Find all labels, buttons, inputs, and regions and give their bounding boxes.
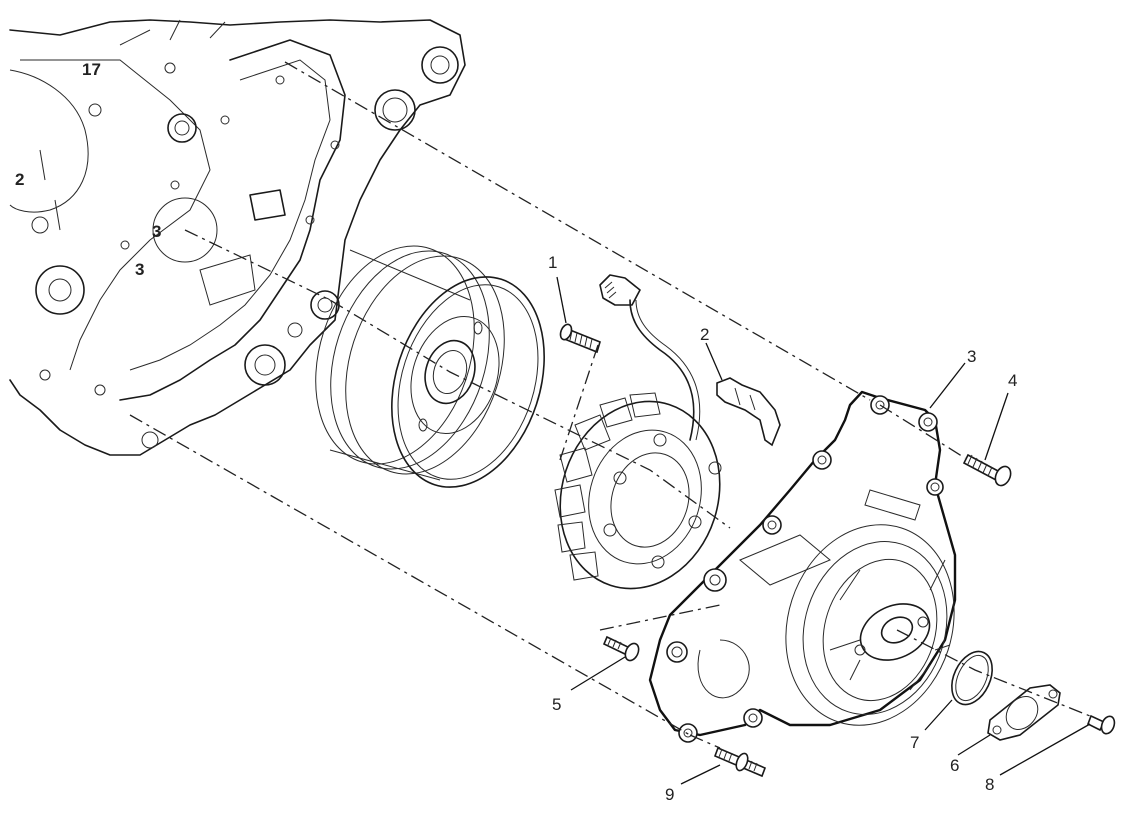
- part-8-screw: [1086, 714, 1116, 735]
- callout-6: 6: [950, 756, 959, 775]
- callout-1: 1: [548, 253, 557, 272]
- callout-leaders: [556, 276, 1091, 785]
- callout-4: 4: [1008, 371, 1017, 390]
- callout-9: 9: [665, 785, 674, 804]
- part-6-cover-plate: [987, 684, 1061, 741]
- callout-2: 2: [700, 325, 709, 344]
- callout-3: 3: [967, 347, 976, 366]
- callout-5: 5: [552, 695, 561, 714]
- crankcase-mark-3b: 3: [135, 260, 144, 279]
- crankcase: 17 2 3 3: [9, 19, 466, 456]
- part-9-stud: [713, 746, 767, 778]
- callout-7: 7: [910, 733, 919, 752]
- stator: [554, 274, 722, 590]
- part-2-cable-clip: [716, 377, 781, 447]
- crankcase-mark-3a: 3: [152, 222, 161, 241]
- part-3-generator-cover: [648, 390, 957, 743]
- assembly-axes: [129, 61, 1091, 749]
- part-1-screw: [559, 323, 601, 354]
- callout-8: 8: [985, 775, 994, 794]
- part-7-o-ring: [951, 650, 993, 706]
- part-4-screw: [962, 453, 1012, 487]
- crankcase-mark-2: 2: [15, 170, 24, 189]
- callout-labels: 1 2 3 4 5 6 7 8 9: [548, 253, 1017, 804]
- crankcase-mark-17: 17: [82, 60, 101, 79]
- rotor-flywheel: [315, 245, 545, 488]
- part-5-screw: [602, 635, 640, 662]
